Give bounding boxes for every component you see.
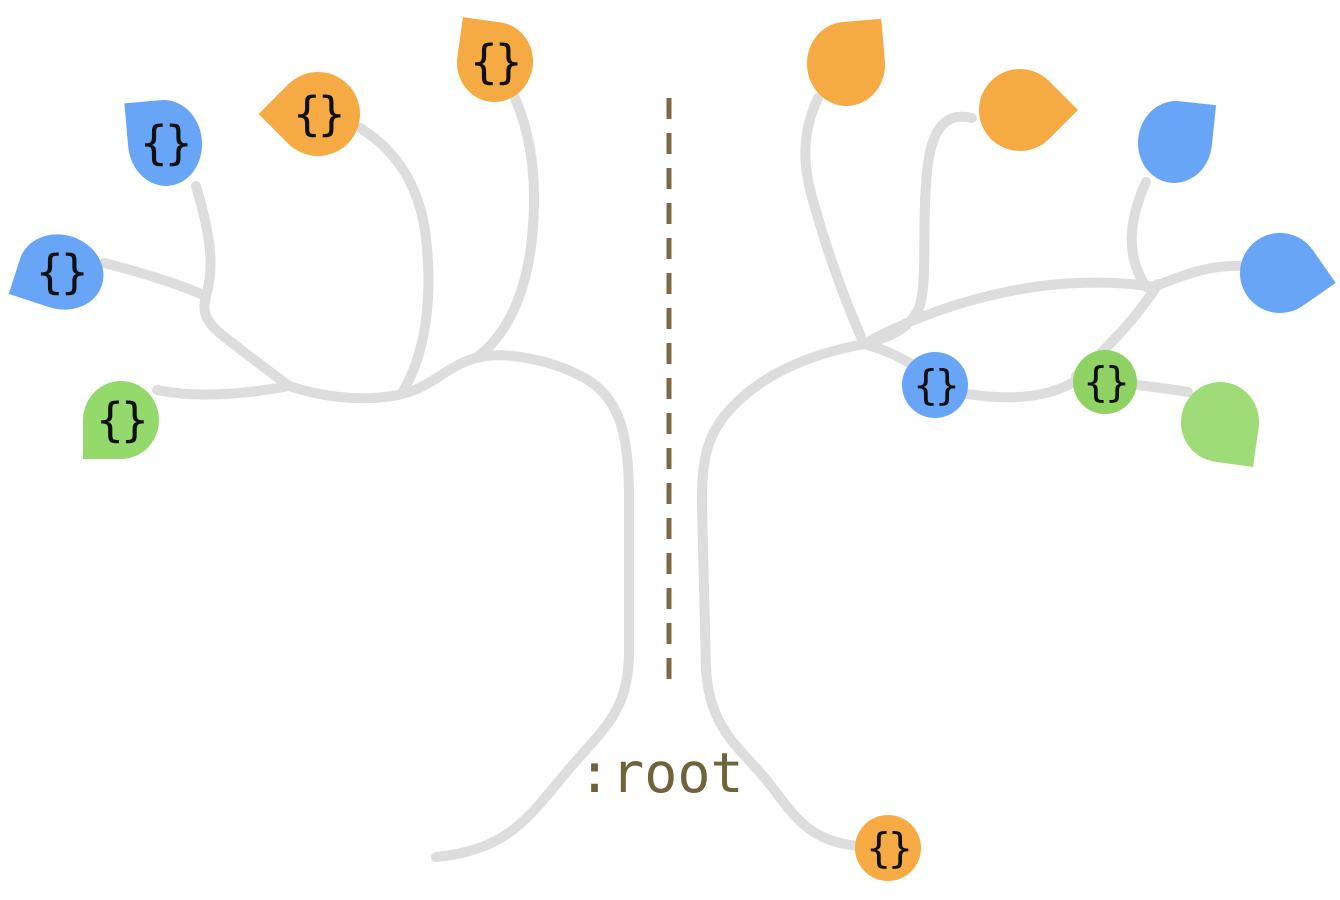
right-branch-to-upper-blue-leaf xyxy=(1126,177,1151,292)
ruleset-braces-icon: {} xyxy=(1083,357,1129,406)
ruleset-braces-icon: {} xyxy=(140,116,190,171)
left-branch-to-top-blue-leaf xyxy=(191,181,294,391)
left-branch-to-mid-blue-leaf xyxy=(99,258,211,301)
node-right-green-circle: {} xyxy=(1073,350,1137,414)
right-branch-blue-to-green-node xyxy=(935,373,1087,403)
ruleset-braces-icon: {} xyxy=(96,393,148,447)
ruleset-braces-icon: {} xyxy=(866,823,912,872)
trunk-right-edge xyxy=(696,339,869,851)
ruleset-braces-icon: {} xyxy=(293,87,343,142)
ruleset-braces-icon: {} xyxy=(36,244,86,299)
ruleset-braces-icon: {} xyxy=(913,360,959,409)
node-root-orange-circle: {} xyxy=(855,815,921,881)
right-branch-to-mid-blue-leaf xyxy=(1149,260,1245,292)
node-right-blue-circle: {} xyxy=(902,352,968,418)
left-branch-to-orange-leaf-1 xyxy=(355,123,434,398)
leaf-lower-left-green: {} xyxy=(83,381,159,459)
root-selector-label: :root xyxy=(578,741,744,805)
left-branch-to-orange-leaf-2 xyxy=(471,91,539,363)
left-branch-to-green-leaf xyxy=(152,381,294,400)
ruleset-braces-icon: {} xyxy=(470,34,520,89)
right-branch-to-orange-leaf-1 xyxy=(800,93,869,349)
right-branch-main xyxy=(859,277,1159,349)
